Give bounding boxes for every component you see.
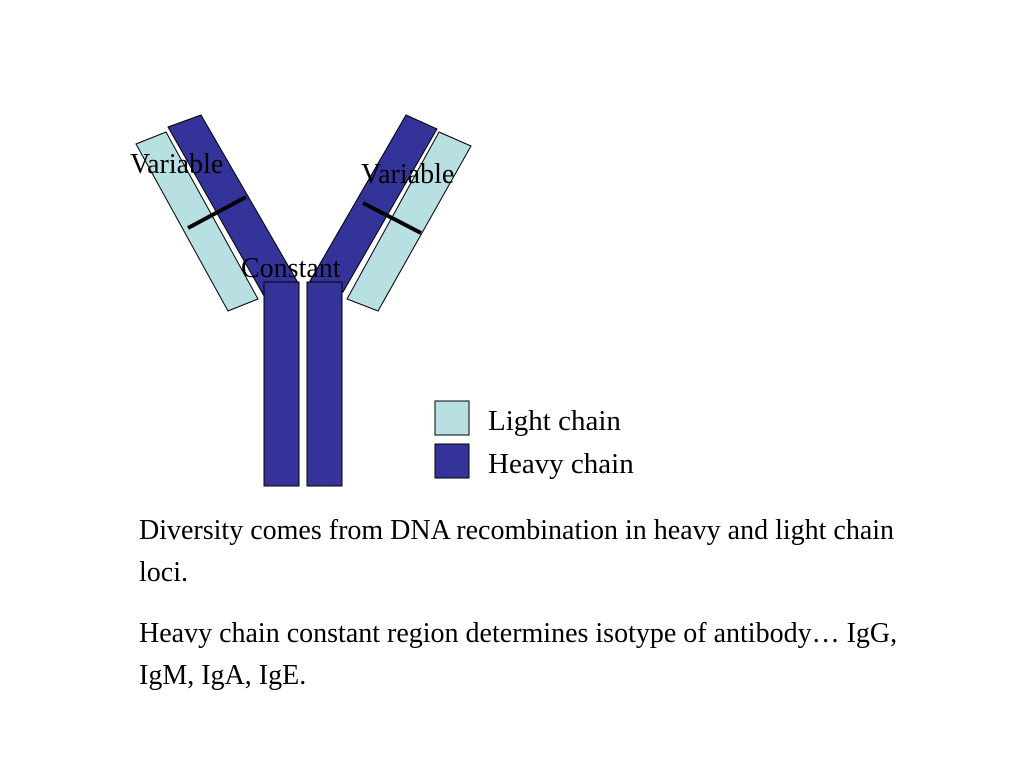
left-arm [135,114,298,312]
stem-heavy-chain-left [263,281,300,487]
left-variable-boundary [187,195,247,230]
legend-swatch-heavy-chain [434,443,470,479]
right-arm [309,114,472,312]
right-variable-boundary [362,201,422,235]
right-light-chain [346,131,472,312]
constant-label: Constant [241,253,341,284]
legend-swatch-light-chain [434,400,470,436]
variable-label-right: Variable [361,159,454,190]
stem [263,281,343,487]
legend-label-light-chain: Light chain [488,405,621,437]
stem-heavy-chain-right [306,281,343,487]
legend-label-heavy-chain: Heavy chain [488,448,634,480]
right-heavy-chain [309,114,438,293]
variable-label-left: Variable [130,149,223,180]
paragraph-diversity: Diversity comes from DNA recombination i… [139,515,895,588]
legend: Light chain Heavy chain [434,400,634,480]
paragraph-isotype: Heavy chain constant region determines i… [139,618,898,691]
